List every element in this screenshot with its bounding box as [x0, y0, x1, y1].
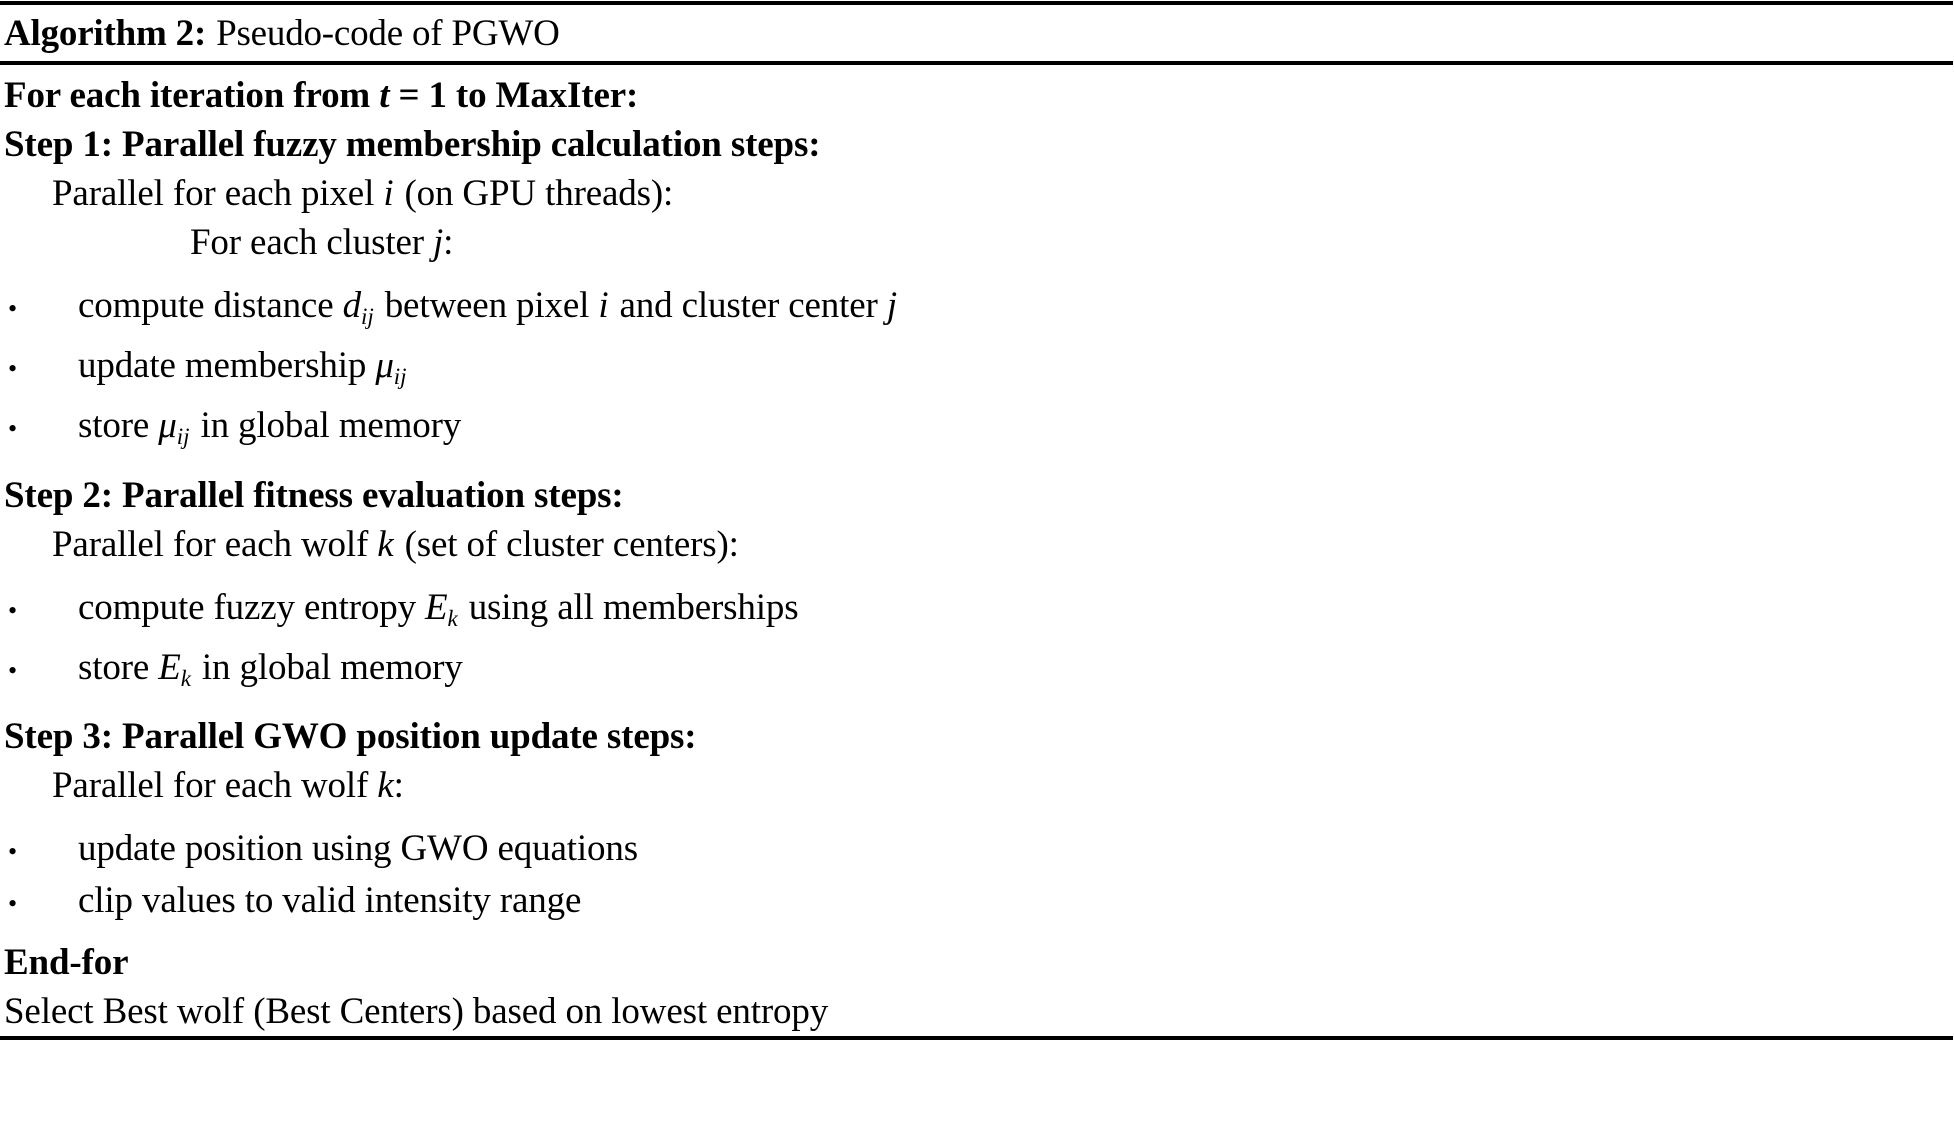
- b1-pre: compute distance: [78, 285, 343, 326]
- rule-bottom: [0, 1036, 1953, 1041]
- line-step3-parallel-wolf: Parallel for each wolf k:: [0, 761, 1954, 810]
- pseudocode-body: For each iteration from t = 1 to MaxIter…: [0, 65, 1954, 1036]
- b3-pre: store: [78, 404, 159, 446]
- line-step2-header: Step 2: Parallel fitness evaluation step…: [4, 474, 624, 516]
- b4-pre: compute fuzzy entropy: [78, 586, 426, 628]
- step3-parallel-post: :: [393, 765, 404, 807]
- bullet-store-entropy: • store Ek in global memory: [0, 643, 1954, 703]
- b1-mid: between pixel: [384, 285, 599, 326]
- bullet-icon: •: [8, 294, 17, 323]
- b1-var3: j: [886, 285, 897, 326]
- line-end-for: End-for: [4, 942, 129, 984]
- line-select-best: Select Best wolf (Best Centers) based on…: [4, 991, 829, 1033]
- b4-subscript: k: [447, 605, 458, 631]
- bullet-compute-entropy: • compute fuzzy entropy Ek using all memb…: [0, 583, 1954, 643]
- step1-parallel-post: (on GPU threads):: [404, 173, 674, 214]
- line-step3-header: Step 3: Parallel GWO position update ste…: [4, 716, 697, 758]
- bullet-store-membership-text: store μij in global memory: [78, 401, 461, 461]
- b1-symbol: d: [342, 285, 362, 326]
- line-step2-parallel-wolf: Parallel for each wolf k(set of cluster …: [0, 520, 1954, 569]
- for-each-iteration-pre: For each iteration from: [4, 75, 380, 116]
- bullet-icon: •: [8, 837, 17, 867]
- b2-subscript: ij: [393, 363, 407, 389]
- bullet-icon: •: [8, 413, 17, 443]
- b3-subscript: ij: [176, 423, 190, 449]
- b5-symbol: E: [158, 646, 181, 688]
- step2-parallel-post: (set of cluster centers):: [404, 523, 739, 565]
- b2-symbol: μ: [375, 344, 394, 386]
- b3-post: in global memory: [200, 404, 462, 446]
- line-step1-for-cluster: For each cluster j:: [0, 218, 1954, 267]
- step1-forcluster-post: :: [443, 222, 454, 263]
- line-step1-parallel-pixel: Parallel for each pixel i(on GPU threads…: [0, 169, 1954, 218]
- bullet-store-membership: • store μij in global memory: [0, 401, 1954, 461]
- step1-parallel-var: i: [383, 173, 394, 214]
- bullet-icon: •: [8, 655, 17, 685]
- bullet-icon: •: [8, 889, 17, 919]
- for-each-iteration-post: = 1 to MaxIter:: [389, 75, 639, 116]
- step3-parallel-var: k: [377, 765, 394, 807]
- bullet-clip-values: • clip values to valid intensity range: [0, 876, 1954, 928]
- rule-under-caption: [0, 61, 1953, 65]
- bullet-update-position: • update position using GWO equations: [0, 824, 1954, 876]
- step3-parallel-pre: Parallel for each wolf: [52, 765, 378, 807]
- bullet-update-membership: • update membership μij: [0, 341, 1954, 401]
- b2-pre: update membership: [78, 344, 376, 386]
- b3-symbol: μ: [158, 404, 177, 446]
- b5-post: in global memory: [201, 646, 463, 688]
- step2-parallel-pre: Parallel for each wolf: [52, 523, 378, 565]
- b5-subscript: k: [180, 665, 191, 691]
- step1-forcluster-var: j: [433, 222, 444, 263]
- bullet-update-membership-text: update membership μij: [78, 341, 407, 401]
- b4-symbol: E: [425, 586, 448, 628]
- b4-post: using all memberships: [468, 586, 799, 628]
- bullet-store-entropy-text: store Ek in global memory: [78, 643, 463, 703]
- for-each-iteration-var: t: [379, 75, 390, 116]
- rule-top: [0, 1, 1953, 5]
- bullet-compute-entropy-text: compute fuzzy entropy Ek using all member…: [78, 583, 799, 643]
- bullet-icon: •: [8, 353, 17, 383]
- b1-var2: i: [598, 285, 609, 326]
- bullet-clip-values-text: clip values to valid intensity range: [78, 880, 582, 922]
- algorithm-caption-title: Pseudo-code of PGWO: [216, 12, 560, 54]
- algorithm-caption: Algorithm 2: Pseudo-code of PGWO: [0, 5, 1954, 61]
- bullet-update-position-text: update position using GWO equations: [78, 828, 638, 870]
- step2-parallel-var: k: [377, 523, 394, 565]
- b1-mid2: and cluster center: [619, 285, 887, 326]
- line-for-each-iteration: For each iteration from t = 1 to MaxIter…: [0, 71, 1954, 120]
- line-step1-header: Step 1: Parallel fuzzy membership calcul…: [4, 124, 821, 165]
- step1-forcluster-pre: For each cluster: [190, 222, 433, 263]
- algorithm-caption-label: Algorithm 2:: [4, 12, 207, 54]
- b1-subscript: ij: [360, 303, 374, 329]
- b5-pre: store: [78, 646, 159, 688]
- step1-parallel-pre: Parallel for each pixel: [52, 173, 384, 214]
- bullet-icon: •: [8, 595, 17, 625]
